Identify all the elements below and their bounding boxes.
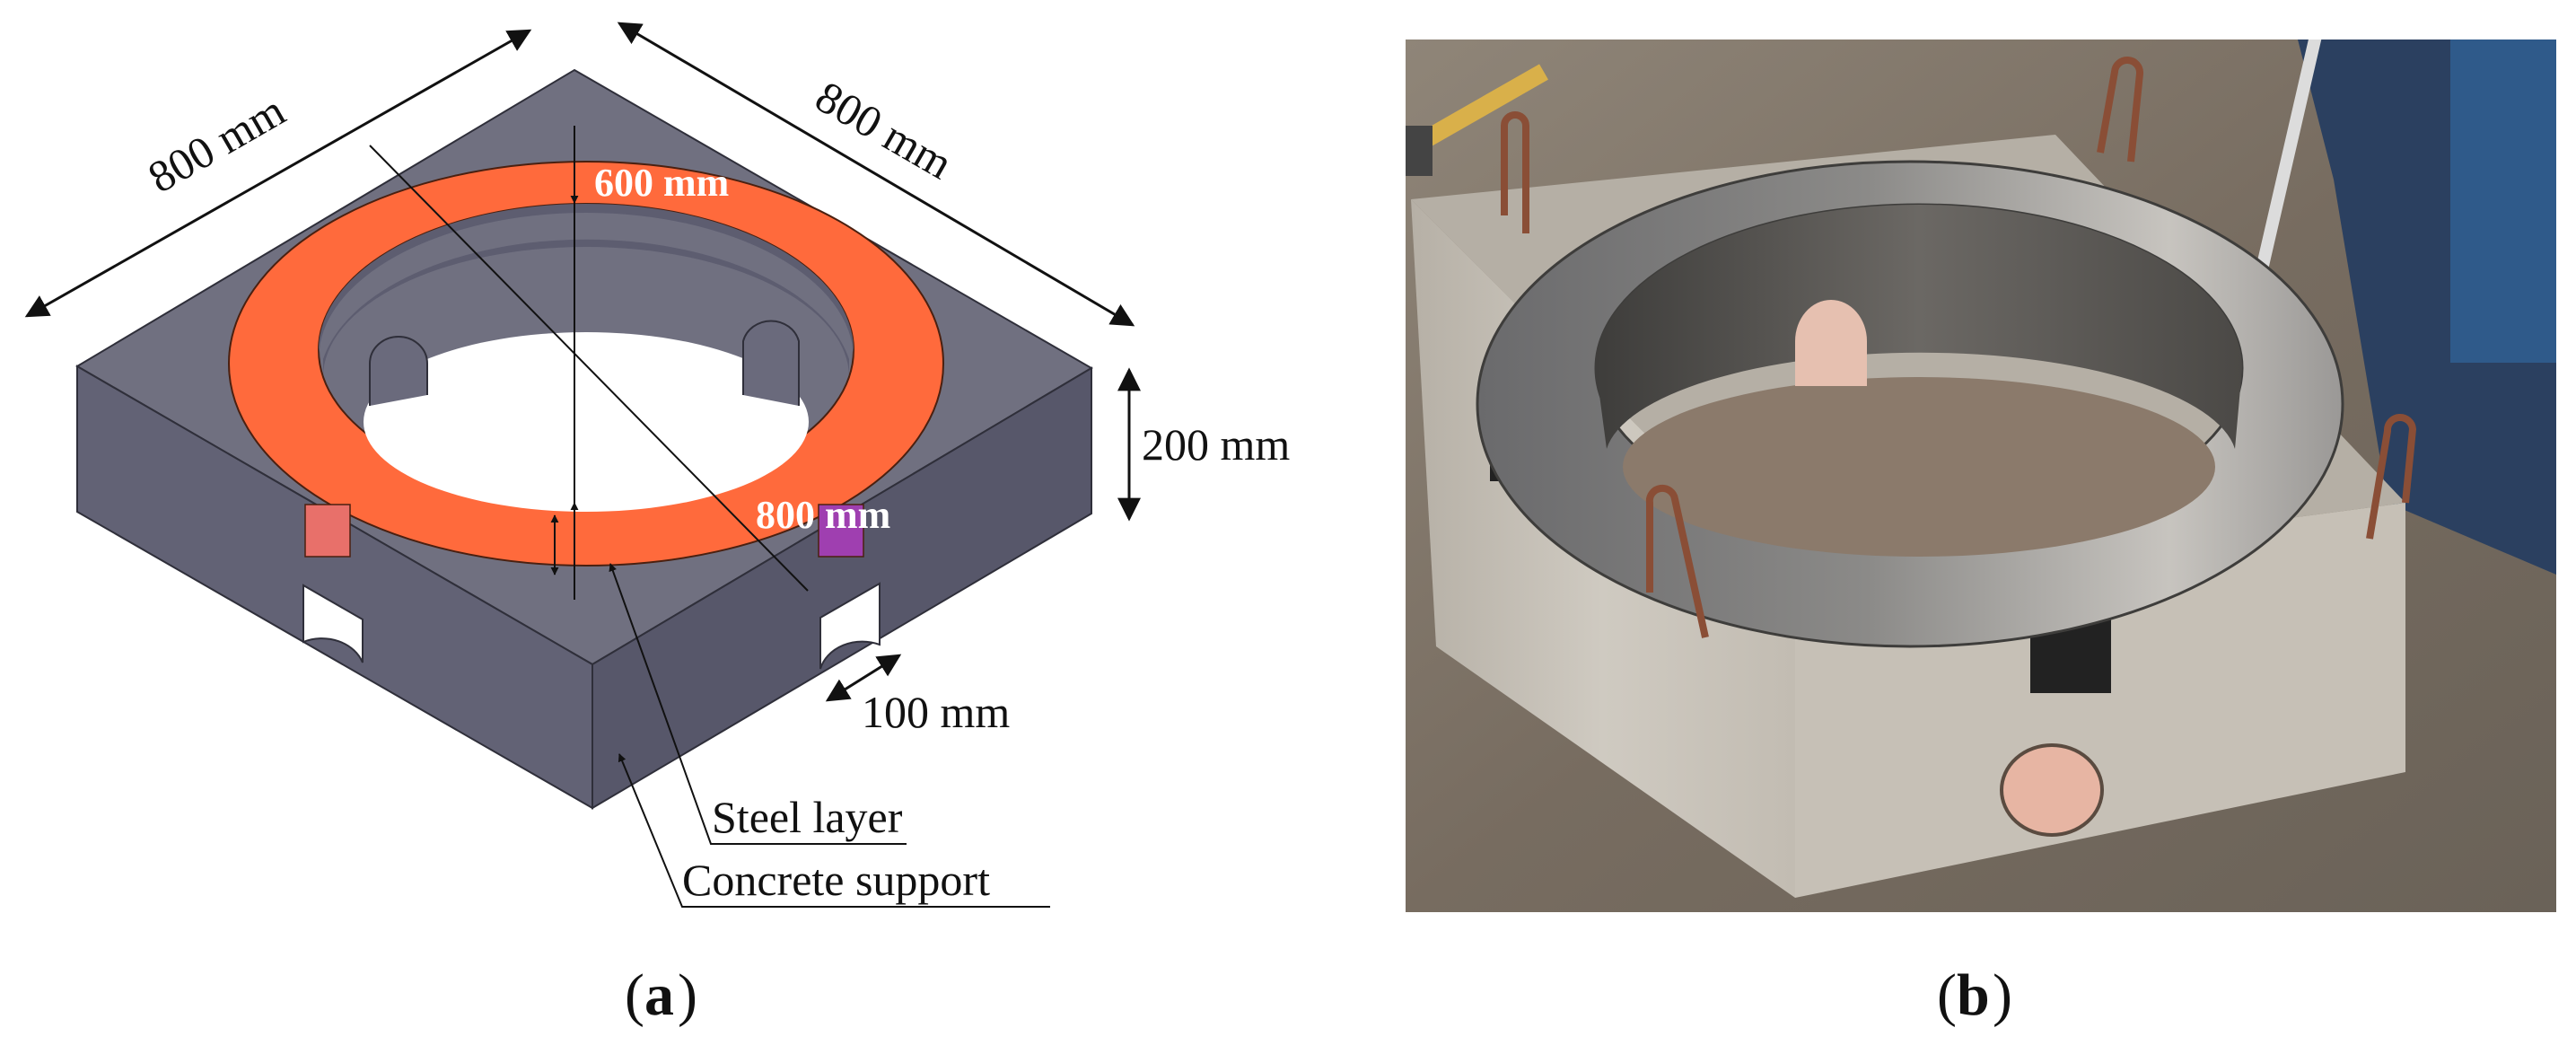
caption-a: ( a ) (625, 962, 697, 1028)
photo-rebar-2 (2097, 56, 2144, 162)
photo-inner-wall (1596, 205, 2242, 449)
dim-inner-diameter: 600 mm (594, 161, 729, 205)
photo-rebar-3 (1645, 484, 1709, 638)
svg-text:(: ( (625, 962, 644, 1028)
right-notch (819, 582, 881, 670)
photo-bar (2256, 40, 2322, 271)
ring-hole-bottom (364, 332, 809, 512)
caption-b-letter: b (1957, 962, 1990, 1028)
dim-outer-diameter: 800 mm (756, 493, 890, 537)
dim-height: 200 mm (1142, 419, 1290, 470)
panel-b-photo (1406, 40, 2556, 912)
pad-right (818, 504, 864, 558)
caption-b: ( b ) (1937, 962, 2012, 1028)
dim-ring-width: 100 mm (862, 687, 1010, 737)
dim-line-ring-width (825, 654, 902, 702)
svg-text:): ) (1993, 962, 2012, 1028)
inner-notch-left (369, 336, 428, 406)
inner-notch-right (742, 320, 800, 406)
photo-hole-floor (1623, 377, 2215, 557)
dim-top-left: 800 mm (140, 84, 294, 202)
dim-top-right: 800 mm (808, 71, 961, 189)
dim-line-top-left (24, 29, 532, 318)
svg-text:(: ( (1937, 962, 1957, 1028)
caption-a-letter: a (644, 962, 674, 1028)
dim-line-top-right (617, 22, 1135, 327)
photo-hammer-head (1406, 126, 1433, 176)
photo-rebar-4 (2366, 413, 2417, 540)
left-notch (302, 584, 364, 663)
svg-text:): ) (678, 962, 697, 1028)
panel-a-drawing: 800 mm 800 mm 600 mm 200 mm 800 mm 100 m… (24, 22, 1290, 908)
photo-hammer (1414, 64, 1548, 152)
photo-rebar-1 (1501, 111, 1529, 233)
photo-inner-notch (1795, 300, 1867, 386)
label-steel-layer: Steel layer (712, 792, 903, 842)
leader-concrete (618, 753, 1050, 908)
label-concrete-support: Concrete support (682, 855, 990, 905)
dim-outer-diag (369, 145, 809, 592)
pad-left (304, 504, 351, 558)
photo-machine-blue (2450, 40, 2556, 363)
leader-steel (609, 563, 907, 845)
photo-front-hole (2000, 743, 2104, 837)
